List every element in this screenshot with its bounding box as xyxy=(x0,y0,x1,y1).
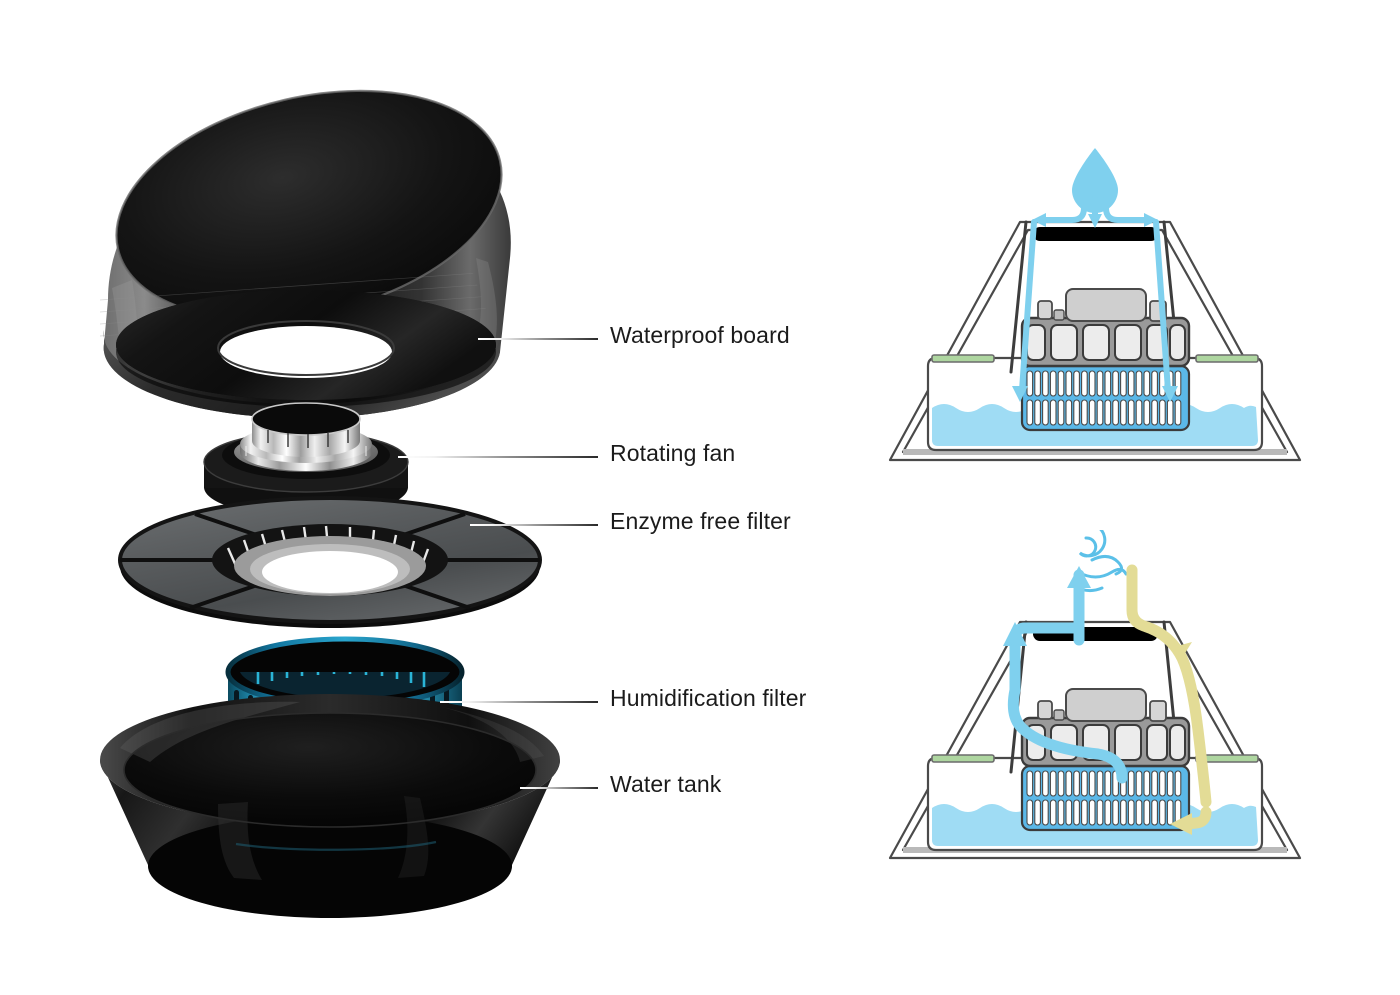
exploded-svg xyxy=(99,89,560,918)
mist-swirl-icon xyxy=(1072,530,1128,593)
air-out-arrow xyxy=(1003,566,1128,784)
arrow-head-duct-right xyxy=(1162,386,1178,402)
label-rotating-fan: Rotating fan xyxy=(610,440,736,466)
duct-wall-left xyxy=(1009,220,1028,374)
waterproof-board-bar xyxy=(1033,227,1158,241)
humid-filter-inner-slats xyxy=(239,672,451,698)
air-in-arrow xyxy=(1126,564,1212,835)
arrow-head-center xyxy=(1088,214,1102,228)
part-water-tank xyxy=(100,694,560,918)
water-tank-cavity xyxy=(124,713,536,827)
fill-flow-arrows xyxy=(1019,195,1171,393)
water-tank-bottom xyxy=(148,814,512,918)
leader-line-humidification-filter xyxy=(440,701,598,703)
fan-skirt-highlights xyxy=(245,446,367,456)
fan-connector xyxy=(1053,709,1065,721)
fill-arrow-heads xyxy=(1012,213,1178,402)
water-tank-cavity-rim xyxy=(123,712,537,828)
fan-connector xyxy=(1053,309,1065,321)
humid-block-slots-row1 xyxy=(1026,370,1182,397)
tank-highlight-upper-right xyxy=(428,704,544,762)
leader-line-rotating-fan xyxy=(398,456,598,458)
label-enzyme-free-filter: Enzyme free filter xyxy=(610,508,791,534)
humidification-block xyxy=(1020,764,1191,832)
green-filter-left xyxy=(931,754,995,763)
arrow-head-duct-left xyxy=(1012,386,1028,402)
exploded-product-render xyxy=(99,89,560,918)
label-waterproof-board: Waterproof board xyxy=(610,322,790,348)
part-enzyme-free-filter xyxy=(118,496,542,628)
green-filter-bars xyxy=(931,354,1259,363)
humid-block-slots-row2 xyxy=(1026,799,1182,826)
waterproof-board-hole xyxy=(220,326,392,378)
part-waterproof-plate xyxy=(116,290,496,407)
tank-highlight-front xyxy=(218,802,262,880)
waterproof-board-hole-rim xyxy=(217,320,395,376)
filter-center-hole xyxy=(262,551,398,593)
humid-block-slots-row2 xyxy=(1026,399,1182,426)
fill-mode-svg: .ol{stroke:#4a4a4a;stroke-width:2.2;} .o… xyxy=(888,148,1302,462)
label-humidification-filter: Humidification filter xyxy=(610,685,807,711)
tank-cyan-reflection xyxy=(235,840,437,851)
label-water-tank: Water tank xyxy=(610,771,722,797)
fan-motor-top xyxy=(252,403,360,435)
leader-line-waterproof-board xyxy=(478,338,598,340)
air-in-arrow-head xyxy=(1170,813,1192,835)
air-out-top-head xyxy=(1067,566,1091,588)
humidification-block xyxy=(1020,364,1191,432)
cross-section-humidify-mode xyxy=(870,530,1320,880)
fan-post-left xyxy=(1037,700,1053,720)
fan-motor-block xyxy=(1065,688,1147,722)
fan-post-left xyxy=(1037,300,1053,320)
fan-motor-ticks xyxy=(267,430,349,448)
arrow-head-right xyxy=(1144,213,1158,227)
fan-motor-block xyxy=(1065,288,1147,322)
fan-housing xyxy=(1020,688,1191,768)
air-out-elbow xyxy=(1009,622,1085,646)
air-in-mid-head xyxy=(1170,642,1192,658)
humidify-mode-svg xyxy=(888,530,1302,860)
arrow-head-left xyxy=(1032,213,1046,227)
tank-highlight-upper-left xyxy=(120,701,300,762)
green-filter-right xyxy=(1195,354,1259,363)
green-filter-left xyxy=(931,354,995,363)
leader-line-enzyme-free-filter xyxy=(470,524,598,526)
cross-section-fill-mode: .ol{stroke:#4a4a4a;stroke-width:2.2;} .o… xyxy=(870,140,1320,480)
fan-post-right xyxy=(1149,700,1167,722)
leader-line-water-tank xyxy=(520,787,598,789)
air-in-turn xyxy=(1180,806,1212,830)
cone-shroud-cavity xyxy=(116,90,502,320)
tank-highlight-right xyxy=(398,796,429,878)
fan-motor-top-rim xyxy=(251,402,361,436)
